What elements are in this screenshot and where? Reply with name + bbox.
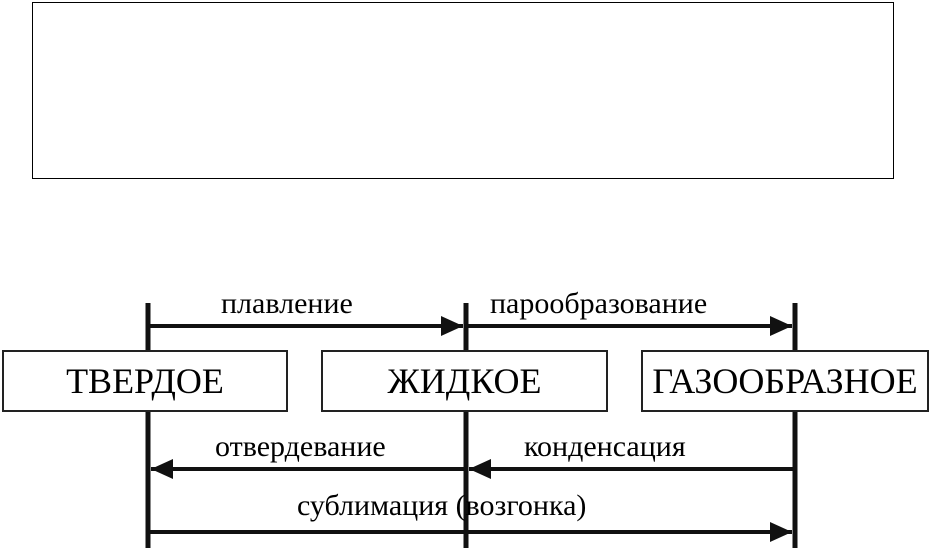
solidification-arrowhead [151,459,173,479]
state-liquid-box: ЖИДКОЕ [321,350,608,412]
state-gas-box: ГАЗООБРАЗНОЕ [641,350,929,412]
state-solid-label: ТВЕРДОЕ [66,361,224,401]
sublimation-arrowhead [770,522,792,542]
melting-label: плавление [221,287,353,320]
vaporization-arrowhead [770,316,792,336]
condensation-label: конденсация [524,430,686,463]
empty-frame [32,2,894,179]
state-gas-label: ГАЗООБРАЗНОЕ [652,361,918,401]
state-solid-box: ТВЕРДОЕ [2,350,288,412]
vaporization-label: парообразование [490,287,708,320]
melting-arrowhead [441,316,463,336]
state-liquid-label: ЖИДКОЕ [387,361,542,401]
condensation-arrowhead [469,459,491,479]
solidification-label: отвердевание [215,430,386,463]
sublimation-label: сублимация (возгонка) [297,489,587,522]
